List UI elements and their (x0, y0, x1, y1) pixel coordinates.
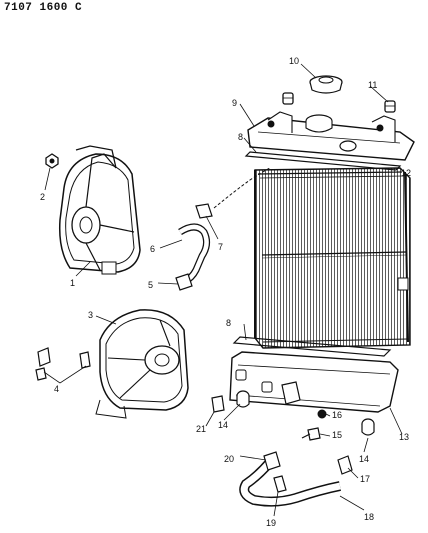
callout-19: 19 (266, 518, 276, 528)
callout-20: 20 (224, 454, 234, 464)
radiator-cap (309, 75, 343, 94)
hose-routing-line (213, 167, 271, 209)
lower-hose (239, 458, 341, 507)
callout-16: 16 (332, 410, 342, 420)
callout-13: 13 (399, 432, 409, 442)
callout-14-right: 14 (359, 454, 369, 464)
lower-gasket (232, 336, 392, 357)
callout-18: 18 (364, 512, 374, 522)
callout-8-lower: 8 (226, 318, 231, 328)
diagram-code: 7107 1600 C (4, 2, 83, 14)
nut (45, 153, 59, 169)
lower-tank (229, 351, 399, 413)
callout-9: 9 (232, 98, 237, 108)
callout-21: 21 (196, 424, 206, 434)
leader-lines (43, 63, 407, 517)
bracket (211, 395, 225, 413)
drain-cock (317, 409, 327, 419)
clips (35, 347, 91, 381)
callout-14-left: 14 (218, 420, 228, 430)
callout-3: 3 (88, 310, 93, 320)
callout-8-upper: 8 (238, 132, 243, 142)
callout-4: 4 (54, 384, 59, 394)
callout-5: 5 (148, 280, 153, 290)
fan-shroud-upper (58, 145, 141, 275)
callout-11: 11 (368, 80, 377, 90)
callout-10: 10 (289, 56, 299, 66)
callout-6: 6 (150, 244, 155, 254)
hose-clamps (175, 203, 213, 291)
callout-17: 17 (360, 474, 370, 484)
isolators (236, 390, 375, 436)
fan-shroud-lower (95, 309, 189, 419)
radiator-core (254, 167, 411, 349)
callout-1: 1 (70, 278, 75, 288)
petcock (301, 427, 321, 441)
callout-7: 7 (218, 242, 223, 252)
callout-2: 2 (40, 192, 45, 202)
callout-12: 12 (401, 168, 411, 178)
lower-hose-clamps (263, 451, 353, 493)
callout-15: 15 (332, 430, 342, 440)
overflow-hose (178, 223, 211, 286)
upper-tank (247, 111, 415, 161)
upper-gasket (244, 151, 402, 171)
drain-plugs (282, 92, 396, 113)
callout-labels: 1 2 3 4 5 6 7 8 8 9 10 11 12 13 14 14 15… (40, 56, 411, 528)
